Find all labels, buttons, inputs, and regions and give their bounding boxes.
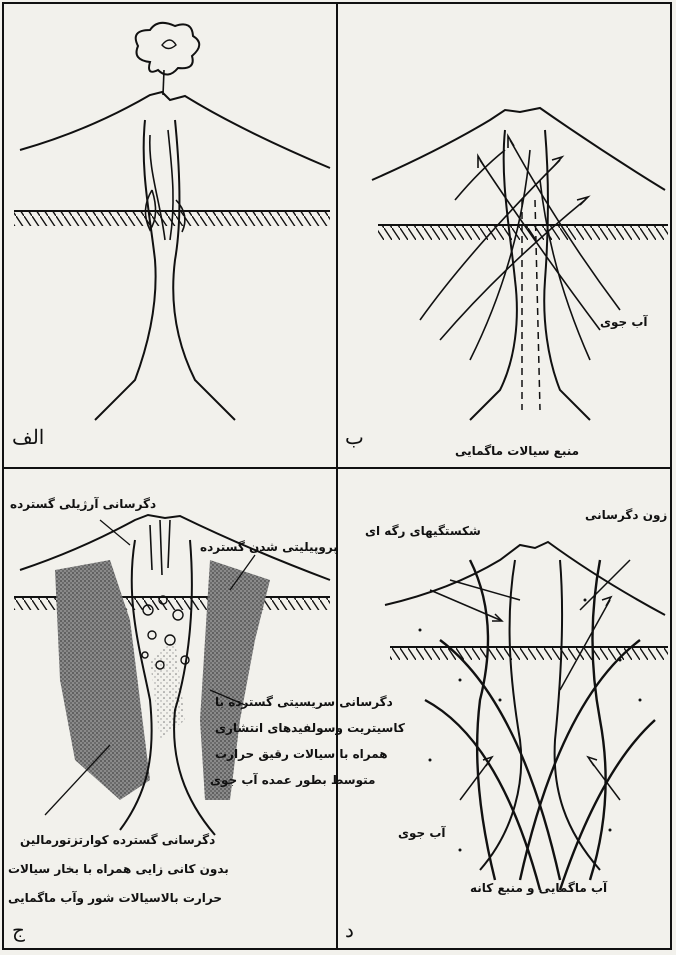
label-magmatic-source-b: منبع سیالات ماگمایی	[455, 444, 579, 458]
argillic-halo-right	[200, 560, 270, 800]
label-tourmaline-1: دگرسانی گسترده کوارتزتورمالین	[20, 833, 215, 847]
panel-be-drawing	[372, 108, 668, 420]
label-tourmaline-3: حرارت بالاسیالات شور وآب ماگمایی	[8, 891, 222, 905]
label-meteoric-water-b: آب جوی	[600, 315, 648, 329]
volcano-cone	[385, 542, 665, 615]
label-meteoric-water-d: آب جوی	[398, 826, 446, 840]
label-vein-fractures: شکستگیهای رگه ای	[365, 524, 481, 538]
label-sericitic-1: دگرسانی سریسیتی گسترده با	[215, 695, 393, 709]
volcano-cone	[372, 108, 665, 190]
label-propylitic: پروپیلیتی شدن گسترده	[200, 540, 338, 554]
ground-hatch	[378, 226, 668, 240]
panel-letter-jim: ج	[12, 918, 25, 942]
panel-jim-drawing	[14, 515, 330, 835]
label-alteration-zone: زون دگرسانی	[585, 508, 667, 522]
magma-conduit	[480, 560, 600, 870]
panel-letter-be: ب	[345, 425, 364, 449]
label-magmatic-ore-source: آب ماگمایی و منبع کانه	[470, 881, 607, 895]
label-argillic: دگرسانی آرژیلی گسترده	[10, 497, 156, 511]
panel-letter-alef: الف	[12, 425, 44, 449]
panel-alef-drawing	[14, 23, 330, 420]
label-sericitic-3: همراه با سیالات رقیق حرارت	[215, 747, 388, 761]
panel-letter-dal: د	[345, 918, 354, 942]
magma-conduit	[95, 120, 235, 420]
label-sericitic-2: کاسیتریت وسولفیدهای انتشاری	[215, 721, 405, 735]
label-tourmaline-2: بدون کانی زایی همراه با بخار سیالات	[8, 862, 229, 876]
label-sericitic-4: متوسط بطور عمده آب جوی	[210, 773, 375, 787]
